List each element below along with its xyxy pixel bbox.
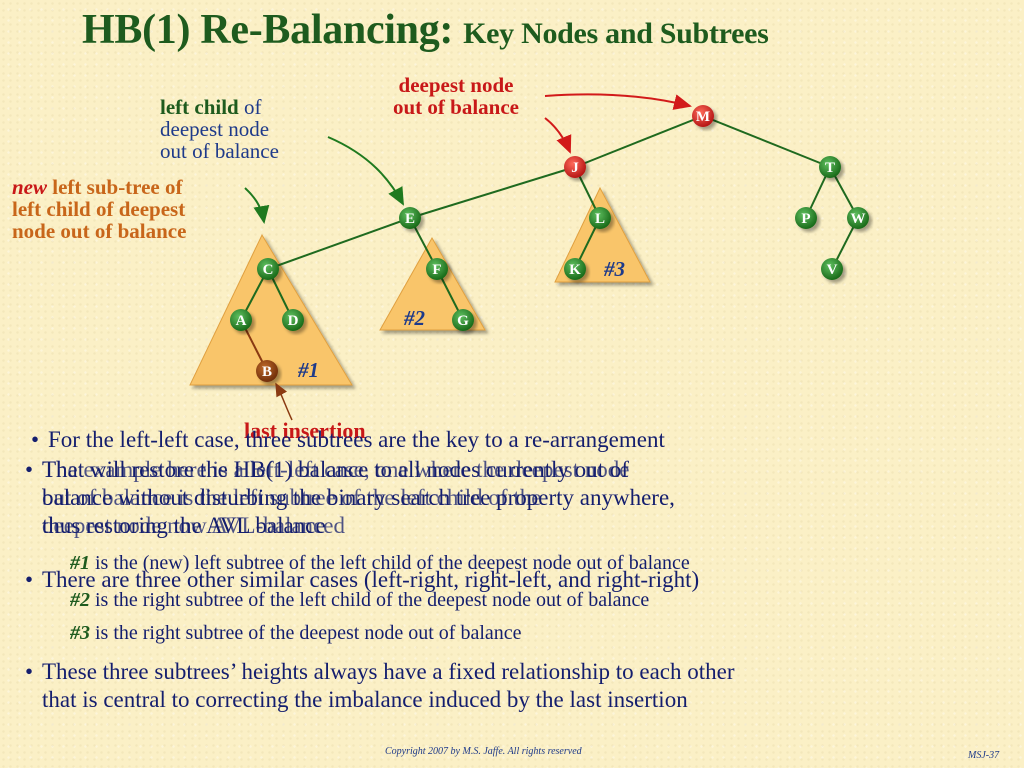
svg-text:E: E	[405, 211, 415, 227]
left-child-bold: left child	[160, 95, 239, 119]
new-subtree-line3: node out of balance	[12, 219, 187, 243]
node-L: L	[589, 207, 611, 229]
deepest-node-label: deepest node out of balance	[368, 74, 544, 118]
tree-edges	[240, 115, 859, 321]
svg-text:D: D	[288, 313, 299, 329]
copyright-footer: Copyright 2007 by M.S. Jaffe. All rights…	[385, 746, 582, 757]
bullet-2-line2: balance without disturbing the binary se…	[42, 485, 675, 510]
arrow-to-C	[244, 187, 270, 224]
bullet-3: There are three other similar cases (lef…	[25, 566, 699, 594]
title-sub: Key Nodes and Subtrees	[463, 17, 769, 50]
slide-number: MSJ-37	[968, 750, 1000, 761]
subtree-2-label: #2	[403, 306, 426, 330]
bullet-4-line2: that is central to correcting the imbala…	[42, 687, 688, 712]
bullet-4: These three subtrees’ heights always hav…	[25, 658, 735, 714]
svg-text:C: C	[263, 262, 274, 278]
svg-text:F: F	[432, 262, 441, 278]
new-subtree-label: new left sub-tree of left child of deepe…	[12, 176, 186, 242]
node-E: E	[399, 207, 421, 229]
svg-text:J: J	[571, 160, 579, 176]
svg-text:L: L	[595, 211, 605, 227]
arrow-to-J	[544, 117, 572, 154]
sub-item-3-text: is the right subtree of the deepest node…	[90, 622, 522, 644]
bullet-1: For the left-left case, three subtrees a…	[31, 426, 665, 454]
svg-text:A: A	[236, 313, 247, 329]
node-F: F	[426, 258, 448, 280]
node-D: D	[282, 309, 304, 331]
node-P: P	[795, 207, 817, 229]
node-J: J	[564, 156, 586, 178]
node-C: C	[257, 258, 279, 280]
subtree-1-triangle	[189, 233, 353, 386]
bullet-4-line1: These three subtrees’ heights always hav…	[42, 659, 735, 684]
new-subtree-line1: left sub-tree of	[47, 175, 183, 199]
arrow-to-B	[275, 382, 293, 421]
svg-text:G: G	[457, 313, 469, 329]
subtree-2-triangle	[379, 236, 486, 331]
sub-item-2-text: is the right subtree of the left child o…	[90, 589, 650, 611]
svg-text:T: T	[825, 160, 835, 176]
deepest-node-line2: out of balance	[393, 95, 519, 119]
bullet-2-line3: thus restoring the AVL balance	[42, 513, 326, 538]
arrow-to-M	[544, 93, 692, 110]
svg-text:V: V	[827, 262, 838, 278]
slide-title: HB(1) Re-Balancing: Key Nodes and Subtree…	[82, 6, 769, 54]
bullet-2-line1: That will restore the HB(1) balance to a…	[42, 457, 629, 482]
new-word: new	[12, 175, 48, 199]
node-A: A	[230, 309, 252, 331]
left-child-label: left child of deepest node out of balanc…	[160, 96, 279, 162]
new-subtree-line2: left child of deepest	[12, 197, 186, 221]
deepest-node-line1: deepest node	[398, 73, 514, 97]
svg-text:W: W	[851, 211, 866, 227]
sub-item-2-id: #2	[70, 589, 90, 611]
svg-text:M: M	[696, 109, 710, 125]
left-child-line2: deepest node	[160, 117, 270, 141]
node-G: G	[452, 309, 474, 331]
title-main: HB(1) Re-Balancing:	[82, 7, 454, 53]
node-M: M	[692, 105, 714, 127]
node-T: T	[819, 156, 841, 178]
sub-item-3: #3 is the right subtree of the deepest n…	[70, 622, 522, 645]
left-child-line3: out of balance	[160, 139, 279, 163]
node-B: B	[256, 360, 278, 382]
svg-text:K: K	[569, 262, 581, 278]
left-child-of: of	[238, 95, 262, 119]
node-V: V	[821, 258, 843, 280]
svg-text:P: P	[801, 211, 810, 227]
sub-item-2: #2 is the right subtree of the left chil…	[70, 589, 649, 612]
arrow-to-E	[327, 136, 404, 206]
sub-item-3-id: #3	[70, 622, 90, 644]
bullet-2: That will restore the HB(1) balance to a…	[25, 456, 675, 540]
subtree-3-label: #3	[603, 257, 625, 281]
subtree-1-label: #1	[297, 358, 319, 382]
subtree-3-triangle	[554, 186, 651, 283]
node-W: W	[847, 207, 869, 229]
node-K: K	[564, 258, 586, 280]
svg-text:B: B	[262, 364, 272, 380]
